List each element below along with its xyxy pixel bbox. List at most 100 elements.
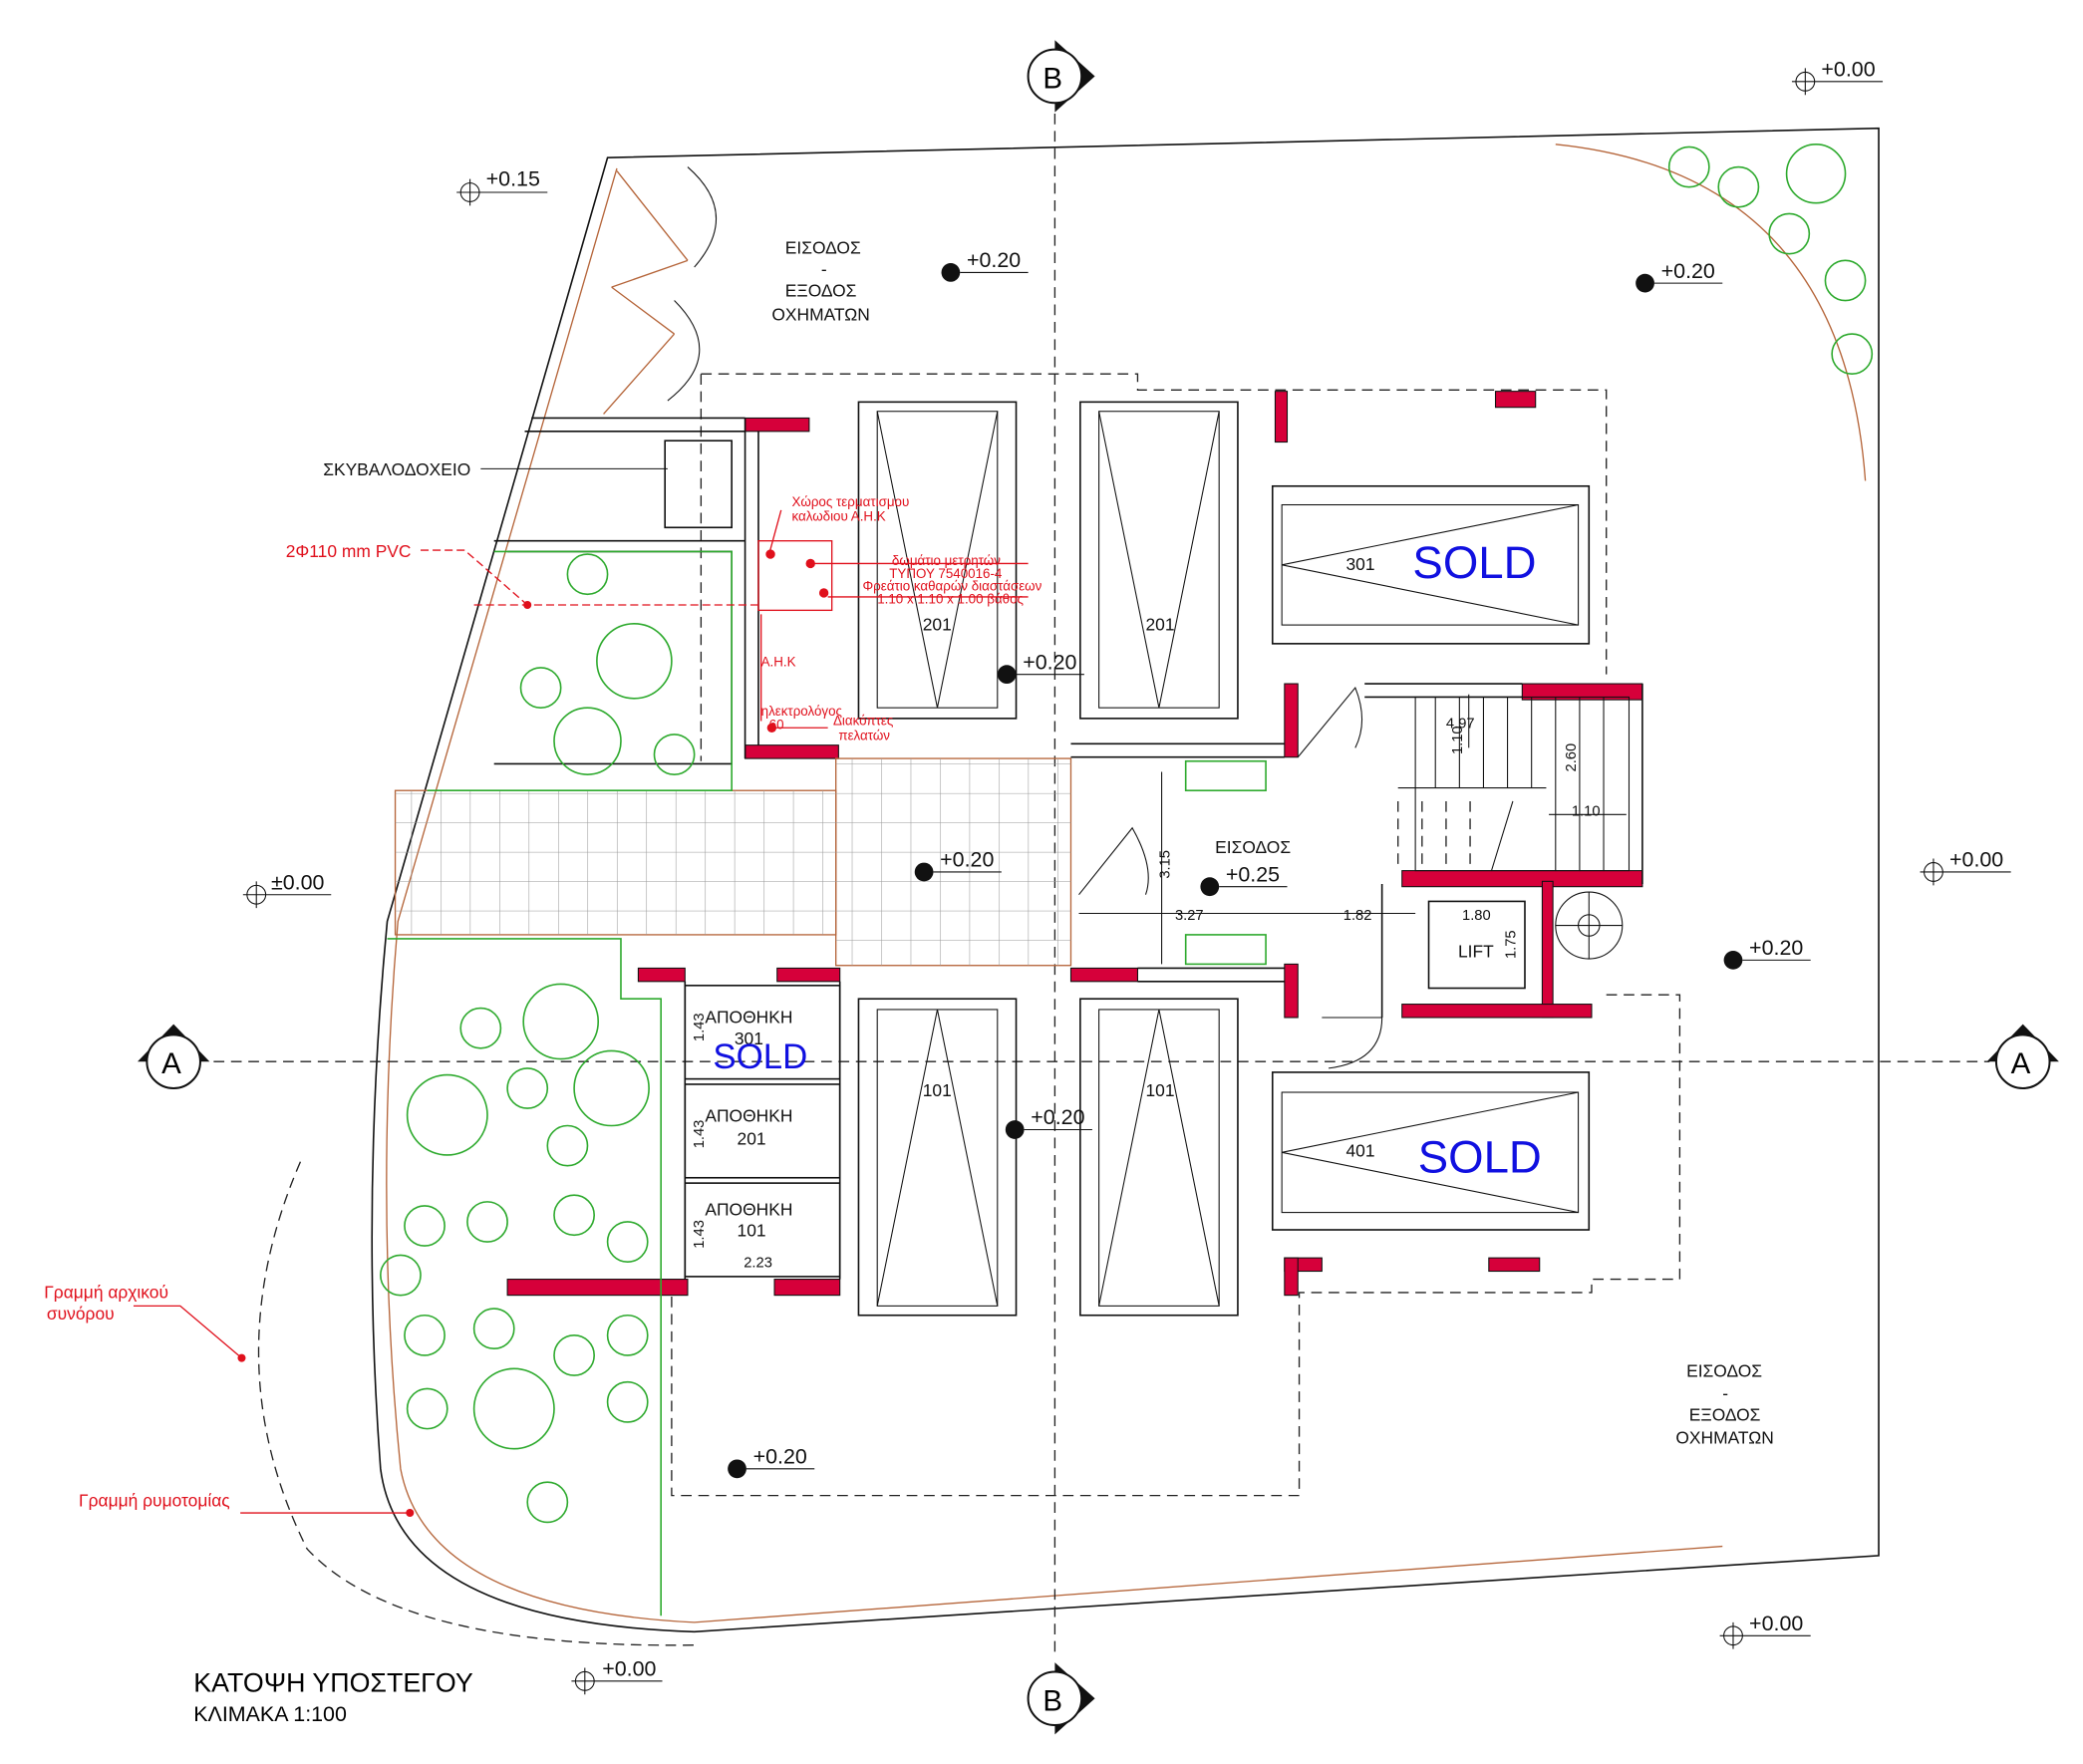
lobby-label: ΕΙΣΟΔΟΣ xyxy=(1215,837,1291,857)
entrance-label-top: ΕΙΣΟΔΟΣ - ΕΞΟΔΟΣ ΟΧΗΜΑΤΩΝ xyxy=(771,238,869,325)
lobby-door xyxy=(1078,687,1383,1069)
svg-text:3.27: 3.27 xyxy=(1175,908,1204,924)
svg-text:401: 401 xyxy=(1345,1140,1374,1160)
svg-text:Γραμμή αρχικού: Γραμμή αρχικού xyxy=(44,1282,168,1302)
svg-text:1.43: 1.43 xyxy=(692,1013,708,1041)
street-line xyxy=(386,167,1723,1623)
svg-text:ΑΠΟΘΗΚΗ: ΑΠΟΘΗΚΗ xyxy=(705,1105,792,1125)
garden-left-bottom xyxy=(387,938,662,1617)
level-marker: +0.20 xyxy=(1636,259,1723,293)
svg-text:ΟΧΗΜΑΤΩΝ: ΟΧΗΜΑΤΩΝ xyxy=(771,305,869,325)
svg-text:B: B xyxy=(1042,1684,1062,1717)
entrance-label-bottom: ΕΙΣΟΔΟΣ - ΕΞΟΔΟΣ ΟΧΗΜΑΤΩΝ xyxy=(1675,1360,1773,1447)
svg-text:101: 101 xyxy=(738,1221,766,1241)
drawing-title: ΚΑΤΟΨΗ ΥΠΟΣΤΕΓΟΥ xyxy=(193,1668,473,1698)
svg-text:60: 60 xyxy=(769,718,784,733)
original-boundary-line xyxy=(257,1161,695,1646)
svg-text:πελατών: πελατών xyxy=(838,728,890,742)
parking-space: 101 xyxy=(1079,998,1239,1317)
original-boundary-label: Γραμμή αρχικού συνόρου xyxy=(44,1282,246,1362)
svg-text:201: 201 xyxy=(1145,614,1174,634)
pvc-label: 2Φ110 mm PVC xyxy=(286,541,412,561)
svg-text:B: B xyxy=(1042,63,1062,96)
street-line-label: Γραμμή ρυμοτομίας xyxy=(79,1490,415,1518)
garden-arc xyxy=(1555,144,1867,481)
svg-text:+0.20: +0.20 xyxy=(1661,259,1715,283)
svg-text:+0.00: +0.00 xyxy=(1821,57,1875,81)
parking-space: 201 xyxy=(1079,401,1239,720)
svg-text:301: 301 xyxy=(735,1029,763,1048)
level-marker: +0.20 xyxy=(914,848,1002,882)
svg-text:+0.20: +0.20 xyxy=(1023,650,1076,674)
svg-text:Διακόπτες: Διακόπτες xyxy=(833,714,894,729)
parking-space: 201 xyxy=(857,401,1018,720)
svg-text:1.43: 1.43 xyxy=(692,1120,708,1149)
svg-text:1.80: 1.80 xyxy=(1462,908,1491,924)
svg-text:±0.00: ±0.00 xyxy=(271,870,325,894)
entrance-gate xyxy=(603,170,689,415)
svg-text:+0.20: +0.20 xyxy=(753,1444,807,1468)
svg-text:101: 101 xyxy=(923,1080,952,1100)
svg-text:Χώρος τερματισμου: Χώρος τερματισμου xyxy=(791,494,909,509)
svg-text:-: - xyxy=(1722,1383,1728,1403)
svg-text:ηλεκτρολόγος: ηλεκτρολόγος xyxy=(761,704,843,719)
level-marker: +0.00 xyxy=(571,1656,663,1695)
tile-grid xyxy=(835,758,1071,966)
svg-text:101: 101 xyxy=(1145,1080,1174,1100)
svg-text:ΕΙΣΟΔΟΣ: ΕΙΣΟΔΟΣ xyxy=(785,238,861,258)
svg-text:καλωδιου Α.Η.Κ: καλωδιου Α.Η.Κ xyxy=(791,509,885,524)
site-boundary xyxy=(371,127,1880,1633)
svg-text:2.23: 2.23 xyxy=(744,1256,772,1272)
tile-grid xyxy=(395,790,836,935)
refuse-bins xyxy=(664,440,733,529)
svg-text:+0.20: +0.20 xyxy=(1031,1105,1084,1129)
svg-text:Φρεάτιο καθαρών διαστάσεων: Φρεάτιο καθαρών διαστάσεων xyxy=(862,578,1042,593)
svg-text:201: 201 xyxy=(923,614,952,634)
svg-text:Γραμμή ρυμοτομίας: Γραμμή ρυμοτομίας xyxy=(79,1490,230,1510)
section-marker-b-bottom: B xyxy=(1027,1662,1095,1735)
svg-text:+0.20: +0.20 xyxy=(967,248,1021,272)
level-marker: +0.15 xyxy=(456,166,548,206)
svg-text:1.10 x 1.10 x 1.00 βάθος: 1.10 x 1.10 x 1.00 βάθος xyxy=(877,592,1024,607)
level-marker: ±0.00 xyxy=(242,870,332,909)
storage-room: ΑΠΟΘΗΚΗ 301 SOLD xyxy=(684,985,841,1080)
svg-text:1.10: 1.10 xyxy=(1450,726,1466,754)
planter xyxy=(1184,934,1267,966)
svg-text:2.60: 2.60 xyxy=(1564,743,1580,772)
refuse-label: ΣΚΥΒΑΛΟΔΟΧΕΙΟ xyxy=(323,459,470,479)
svg-text:201: 201 xyxy=(738,1128,766,1148)
svg-text:A: A xyxy=(161,1047,181,1080)
lift: LIFT xyxy=(1427,900,1526,990)
svg-text:+0.00: +0.00 xyxy=(602,1656,656,1680)
storage-room: ΑΠΟΘΗΚΗ 101 xyxy=(684,1182,841,1278)
section-marker-b-top: B xyxy=(1027,40,1095,113)
svg-text:ΤΥΠΟΥ 7540016-4: ΤΥΠΟΥ 7540016-4 xyxy=(889,566,1003,581)
svg-text:1.10: 1.10 xyxy=(1572,804,1601,820)
svg-text:-: - xyxy=(821,259,827,279)
level-marker: +0.00 xyxy=(1791,57,1884,96)
svg-text:ΑΠΟΘΗΚΗ: ΑΠΟΘΗΚΗ xyxy=(705,1007,792,1027)
refuse-room xyxy=(493,417,745,765)
drawing-scale: ΚΛΙΜΑΚΑ 1:100 xyxy=(193,1702,347,1726)
svg-text:+0.00: +0.00 xyxy=(1749,1612,1803,1635)
svg-text:1.43: 1.43 xyxy=(692,1220,708,1249)
svg-text:+0.15: +0.15 xyxy=(486,166,540,190)
drain-icon xyxy=(1555,891,1624,960)
svg-text:1.82: 1.82 xyxy=(1343,908,1372,924)
svg-text:301: 301 xyxy=(1345,554,1374,574)
level-marker: +0.25 xyxy=(1200,862,1288,897)
svg-text:συνόρου: συνόρου xyxy=(47,1304,115,1323)
svg-text:ΕΞΟΔΟΣ: ΕΞΟΔΟΣ xyxy=(1689,1405,1761,1425)
svg-text:SOLD: SOLD xyxy=(1418,1131,1542,1182)
svg-text:1.75: 1.75 xyxy=(1504,930,1520,959)
garden-left-top xyxy=(427,550,733,792)
level-marker: +0.20 xyxy=(728,1444,815,1479)
road-dashes xyxy=(701,373,1608,675)
parking-space: 101 xyxy=(857,998,1018,1317)
parking-space: 301 SOLD xyxy=(1271,484,1591,645)
svg-text:SOLD: SOLD xyxy=(713,1037,807,1076)
svg-text:ΟΧΗΜΑΤΩΝ: ΟΧΗΜΑΤΩΝ xyxy=(1675,1427,1773,1447)
gate-swing xyxy=(667,166,717,402)
parking-space: 401 SOLD xyxy=(1271,1071,1591,1231)
